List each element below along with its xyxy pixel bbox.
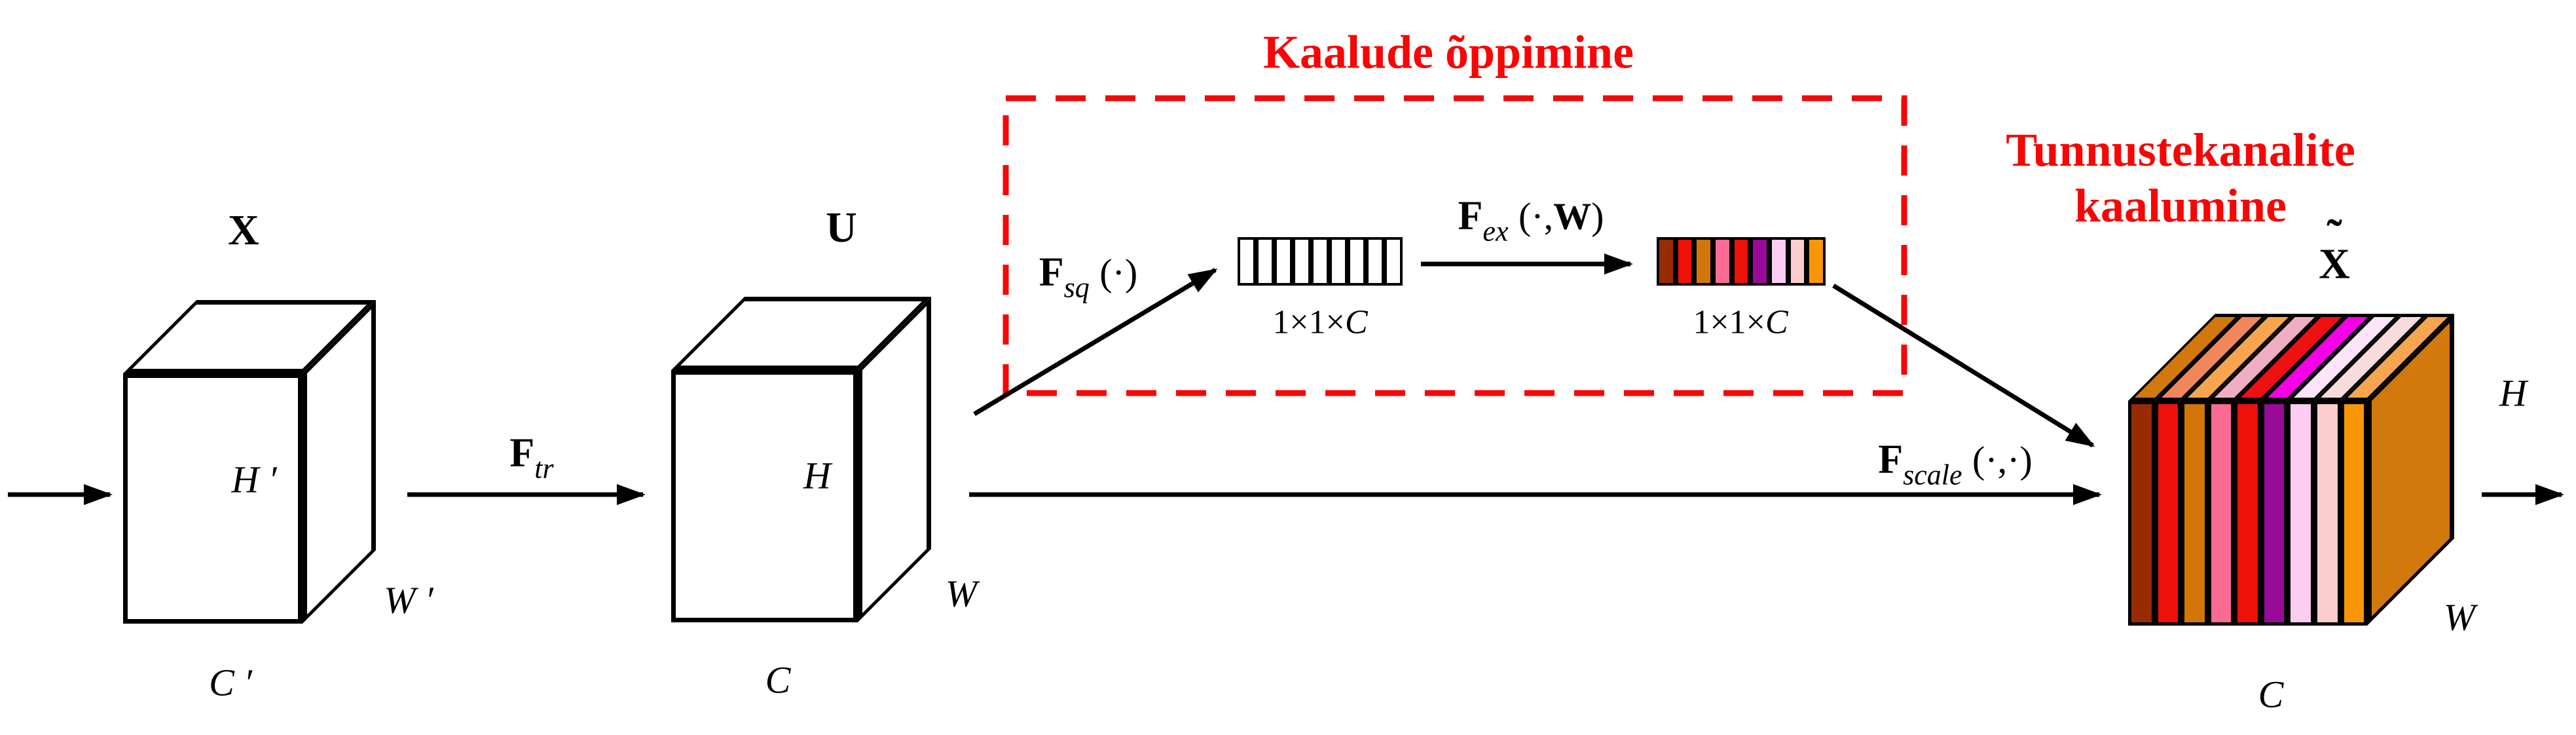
squeeze-vector <box>1238 237 1403 286</box>
input-height-label: H ′ <box>231 458 277 501</box>
ftr-label: Ftr <box>509 430 554 485</box>
input-width-label: W ′ <box>384 578 433 622</box>
vector-cell <box>1731 237 1751 286</box>
vector-cell <box>1713 237 1732 286</box>
excitation-vector <box>1657 237 1826 286</box>
vector-cell <box>2340 401 2368 626</box>
excitation-to-cube-arrow <box>1832 284 2095 447</box>
vector-cell <box>2207 401 2235 626</box>
u-height-label: H <box>803 454 831 497</box>
vector-cell <box>2313 401 2341 626</box>
vector-cell <box>1807 237 1826 286</box>
output-tensor-label: ˜ X <box>2319 211 2350 288</box>
input-tensor-label: X <box>228 206 259 254</box>
vector-cell <box>2234 401 2261 626</box>
vector-cell <box>1675 237 1695 286</box>
fsq-label: Fsq (·) <box>1039 250 1138 304</box>
u-cube-front-face <box>671 370 858 622</box>
vector-cell <box>2260 401 2288 626</box>
vector-cell <box>1274 237 1293 286</box>
vector-cell <box>2181 401 2208 626</box>
vector-cell <box>1348 237 1366 286</box>
channel-weighting-title-line1: Tunnustekanalite <box>2006 124 2355 177</box>
u-width-label: W <box>945 572 978 615</box>
weights-learning-title: Kaalude õppimine <box>1262 26 1634 79</box>
output-height-label: H <box>2499 371 2527 415</box>
vector-cell <box>1384 237 1403 286</box>
vector-cell <box>1694 237 1714 286</box>
vector-cell <box>1311 237 1329 286</box>
vector-cell <box>1657 237 1676 286</box>
u-tensor-label: U <box>826 204 857 252</box>
vector-cell <box>1769 237 1788 286</box>
input-cube-front-face <box>123 373 303 624</box>
u-channels-label: C <box>765 658 791 702</box>
vector-cell <box>1329 237 1348 286</box>
vector-cell <box>1238 237 1256 286</box>
vector-cell <box>2154 401 2182 626</box>
output-cube-front-face <box>2128 401 2368 626</box>
output-width-label: W <box>2443 595 2476 639</box>
excitation-size-label: 1×1×C <box>1693 303 1788 341</box>
vector-cell <box>1788 237 1807 286</box>
vector-cell <box>1256 237 1274 286</box>
fex-label: Fex (·,W) <box>1458 193 1604 248</box>
fscale-label: Fscale (·,·) <box>1878 437 2033 491</box>
vector-cell <box>2128 401 2155 626</box>
squeeze-size-label: 1×1×C <box>1272 303 1368 341</box>
vector-cell <box>1366 237 1384 286</box>
vector-cell <box>1293 237 1311 286</box>
channel-weighting-title-line2: kaalumine <box>2074 179 2287 232</box>
vector-cell <box>2287 401 2314 626</box>
vector-cell <box>1750 237 1770 286</box>
output-channels-label: C <box>2258 673 2284 716</box>
input-channels-label: C ′ <box>209 661 252 704</box>
channel-weighting-title: Tunnustekanalite kaalumine <box>2006 122 2355 234</box>
